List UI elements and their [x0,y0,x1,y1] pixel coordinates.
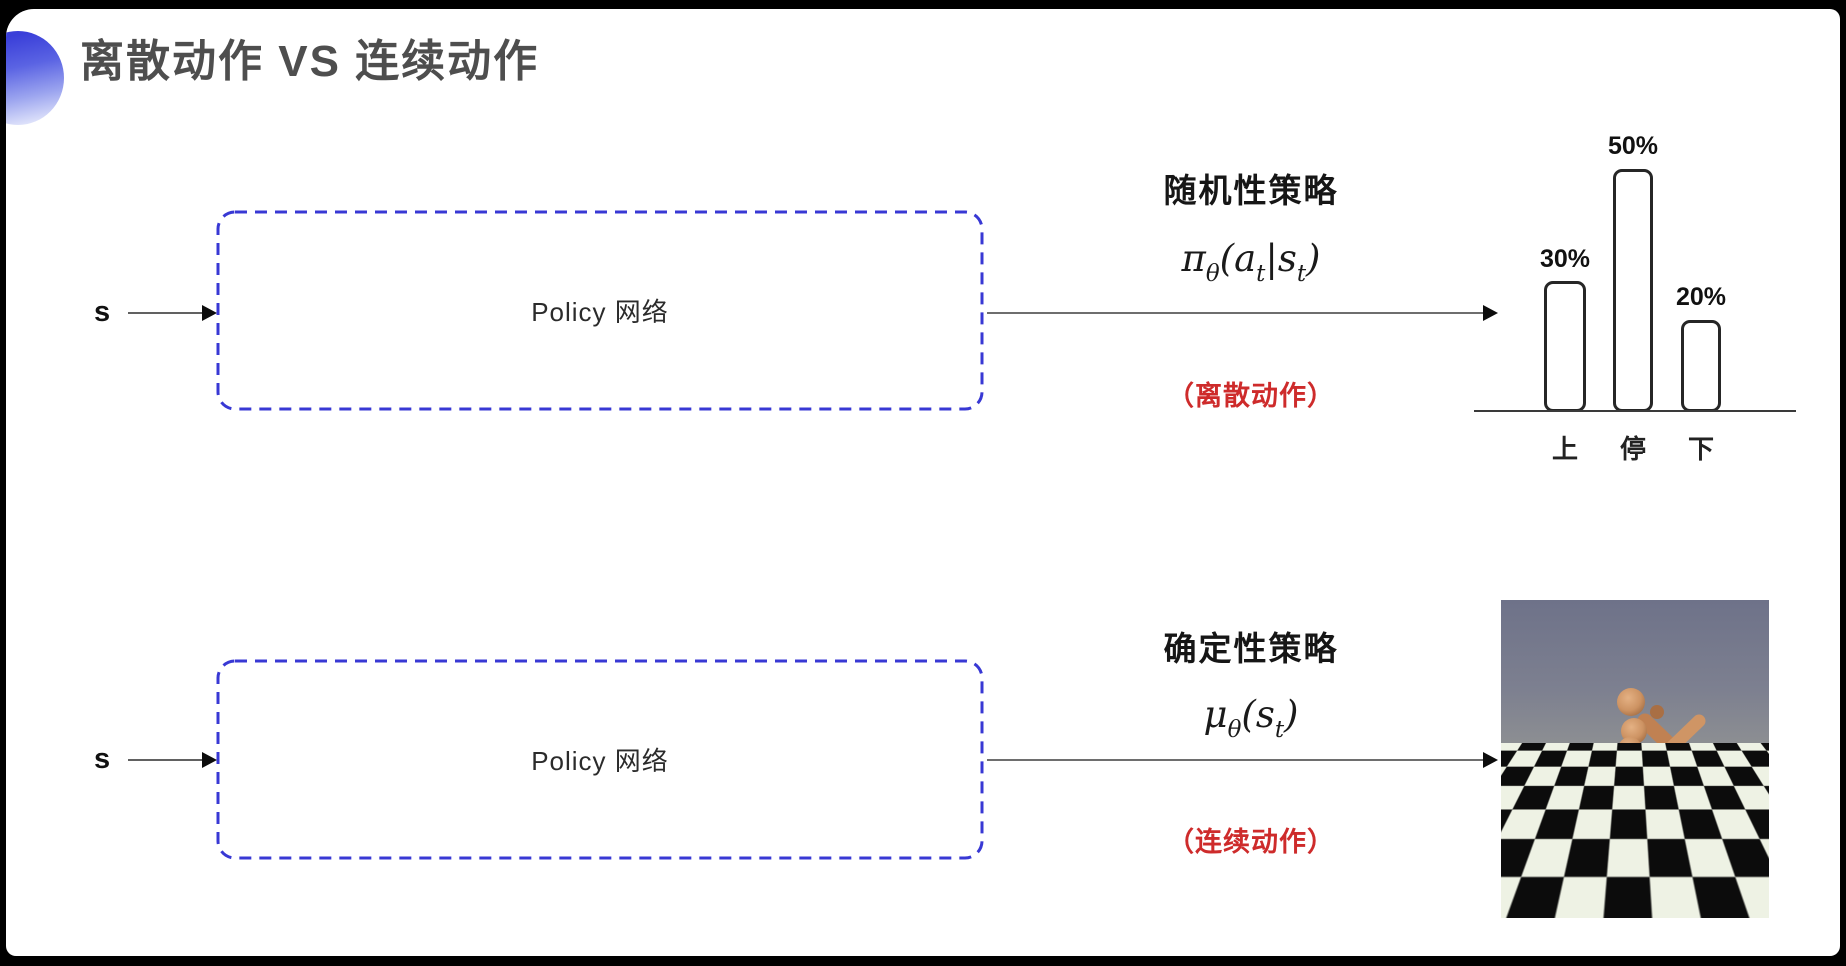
policy-network-label-bottom: Policy 网络 [531,746,669,776]
output-arrow-top [987,312,1483,314]
policy-network-box-bottom: Policy 网络 [216,659,984,860]
input-arrow-top [128,312,206,314]
state-symbol: s [1277,237,1297,280]
humanoid-figure [1559,688,1706,901]
stochastic-policy-title: 随机性策略 [1163,172,1339,209]
theta-subscript: θ [1205,261,1220,288]
bar-down [1681,320,1721,412]
t-subscript: t [1274,717,1285,744]
chart-baseline [1474,410,1796,412]
mu-symbol: μ [1203,693,1228,736]
title-bullet-icon [6,31,64,125]
input-arrow-bottom [128,759,206,761]
dashed-border [216,210,984,411]
close-paren: ) [1306,237,1321,280]
discrete-action-note: （离散动作） [1167,381,1335,411]
t-subscript: t [1256,261,1266,288]
policy-network-label-top: Policy 网络 [531,297,669,327]
stochastic-policy-formula: πθ(at|st) [1086,237,1416,288]
output-arrowhead-bottom [1483,752,1498,768]
bar-label-up: 上 [1551,434,1578,464]
conditional-bar: | [1265,237,1278,280]
policy-network-box-top: Policy 网络 [216,210,984,411]
open-paren: ( [1241,693,1256,736]
continuous-action-note: （连续动作） [1167,827,1335,857]
bar-value-down: 20% [1675,283,1727,311]
bar-value-stop: 50% [1607,132,1659,160]
humanoid-simulation-image [1501,600,1769,918]
deterministic-policy-formula: μθ(st) [1086,693,1416,744]
state-input-label-bottom: s [94,743,111,775]
bar-up [1544,281,1586,412]
page-title: 离散动作 VS 连续动作 [80,37,540,86]
action-symbol: a [1234,237,1257,280]
slide-canvas: 离散动作 VS 连续动作 s Policy 网络 随机性策略 πθ(at|st)… [6,9,1840,956]
pi-symbol: π [1181,237,1206,280]
state-symbol: s [1255,693,1275,736]
open-paren: ( [1219,237,1235,280]
output-arrowhead-top [1483,305,1498,321]
bar-stop [1613,169,1653,412]
close-paren: ) [1284,693,1299,736]
bar-label-stop: 停 [1619,434,1646,464]
bar-value-up: 30% [1539,245,1591,273]
bar-label-down: 下 [1687,434,1714,464]
output-arrow-bottom [987,759,1483,761]
t-subscript: t [1296,261,1307,288]
state-input-label-top: s [94,296,111,328]
input-arrowhead-top [202,305,217,321]
deterministic-policy-title: 确定性策略 [1163,630,1339,667]
input-arrowhead-bottom [202,752,217,768]
theta-subscript: θ [1227,717,1242,744]
dashed-border [216,659,984,860]
